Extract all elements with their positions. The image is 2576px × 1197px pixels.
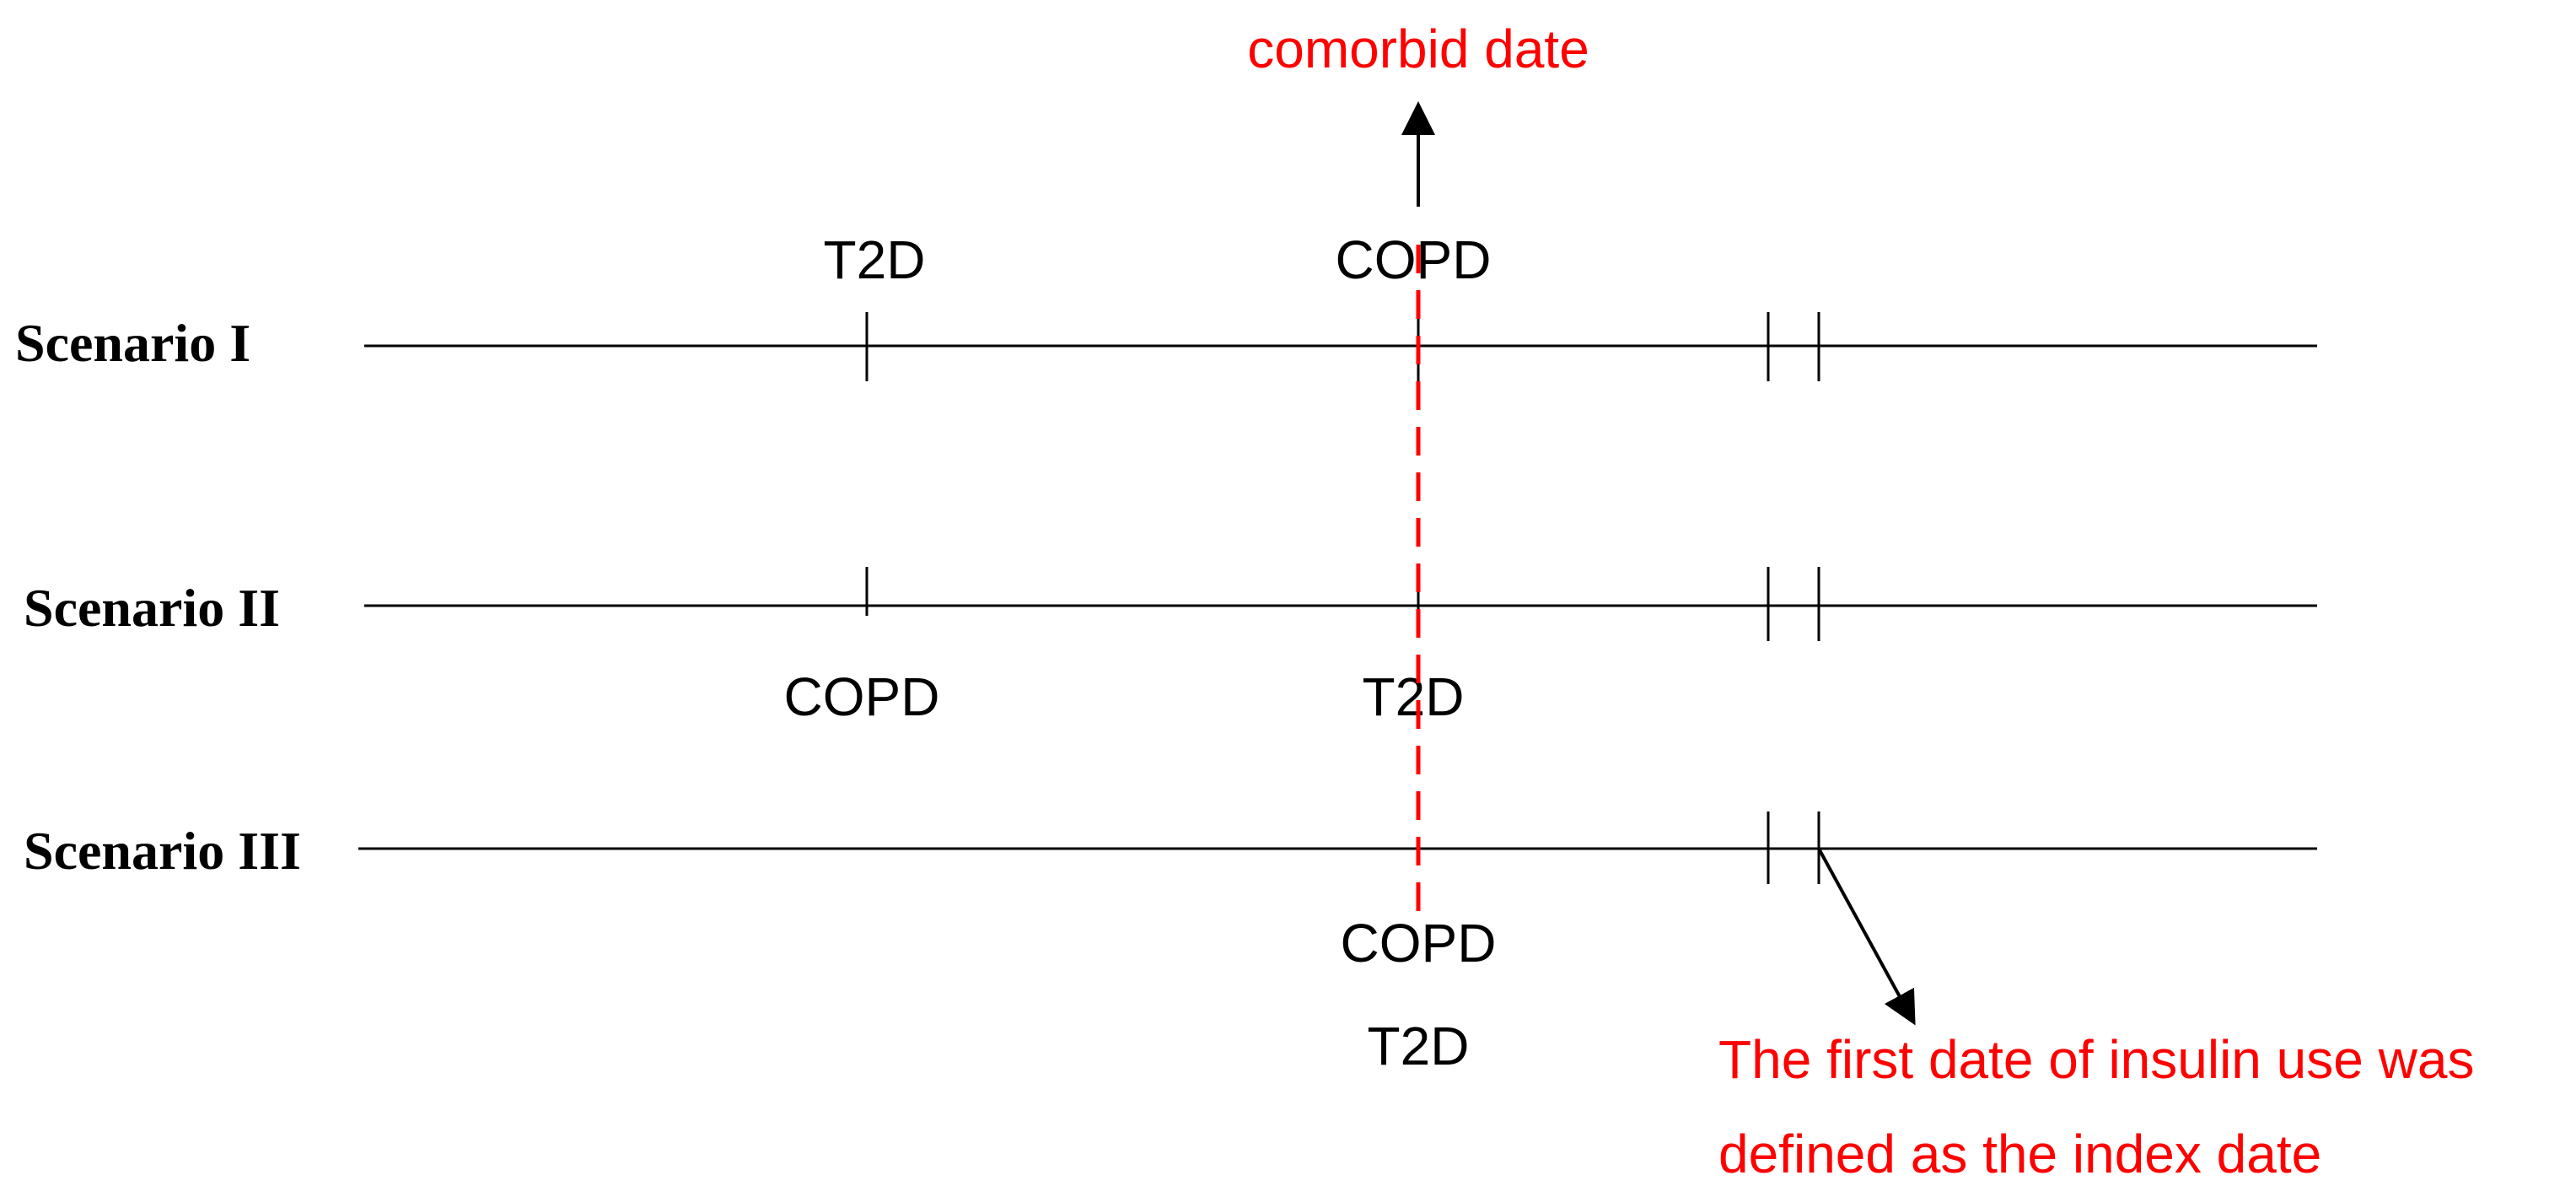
index-date-label-line1: The first date of insulin use was [1718, 1029, 2474, 1090]
index-date-label-line2: defined as the index date [1718, 1124, 2321, 1184]
scenario-2-label: Scenario II [24, 578, 280, 638]
scenario-2-event-first: COPD [784, 666, 940, 727]
scenario-3: Scenario III COPD T2D [24, 811, 2317, 1076]
scenario-2: Scenario II COPD T2D [24, 567, 2317, 727]
index-date-arrow [1817, 848, 1916, 1026]
scenario-1-event-comorbid: COPD [1336, 229, 1492, 290]
scenario-3-event-comorbid-1: COPD [1341, 913, 1497, 973]
scenario-1-event-first: T2D [824, 229, 926, 290]
scenario-1-label: Scenario I [15, 313, 250, 373]
comorbid-date-label: comorbid date [1247, 19, 1589, 79]
scenario-3-event-comorbid-2: T2D [1368, 1016, 1470, 1076]
scenario-3-label: Scenario III [24, 821, 301, 881]
scenario-1: Scenario I T2D COPD [15, 229, 2317, 381]
scenario-2-event-comorbid: T2D [1363, 666, 1465, 727]
